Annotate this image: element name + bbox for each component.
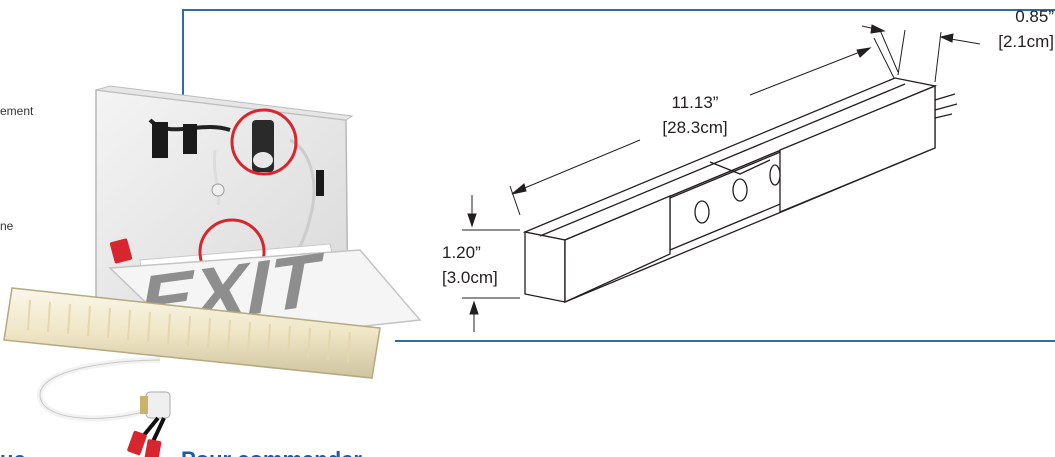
socket-highlight-circle	[230, 108, 298, 176]
height-centimeters: [3.0cm]	[442, 268, 498, 287]
frame-left-border	[182, 9, 184, 113]
exit-sign-photo: EXIT	[3, 85, 422, 457]
length-centimeters: [28.3cm]	[662, 118, 728, 137]
height-inches: 1.20”	[442, 243, 481, 262]
description-fragment-2: ne	[0, 219, 14, 233]
frame-bottom-border	[395, 340, 1055, 342]
led-module-drawing	[522, 77, 958, 304]
dimension-lines	[462, 24, 981, 332]
footer-heading-order: Pour commander	[181, 447, 362, 457]
length-dimension-label: 11.13” [28.3cm]	[640, 90, 750, 140]
width-inches: 0.85”	[1015, 7, 1054, 26]
footer-heading-left: ue	[0, 447, 26, 457]
description-fragment-1: ement	[0, 104, 34, 118]
height-dimension-label: 1.20” [3.0cm]	[442, 240, 522, 290]
width-centimeters: [2.1cm]	[998, 32, 1054, 51]
width-dimension-label: 0.85” [2.1cm]	[982, 4, 1054, 54]
length-inches: 11.13”	[671, 93, 719, 112]
frame-top-border	[183, 9, 1055, 11]
